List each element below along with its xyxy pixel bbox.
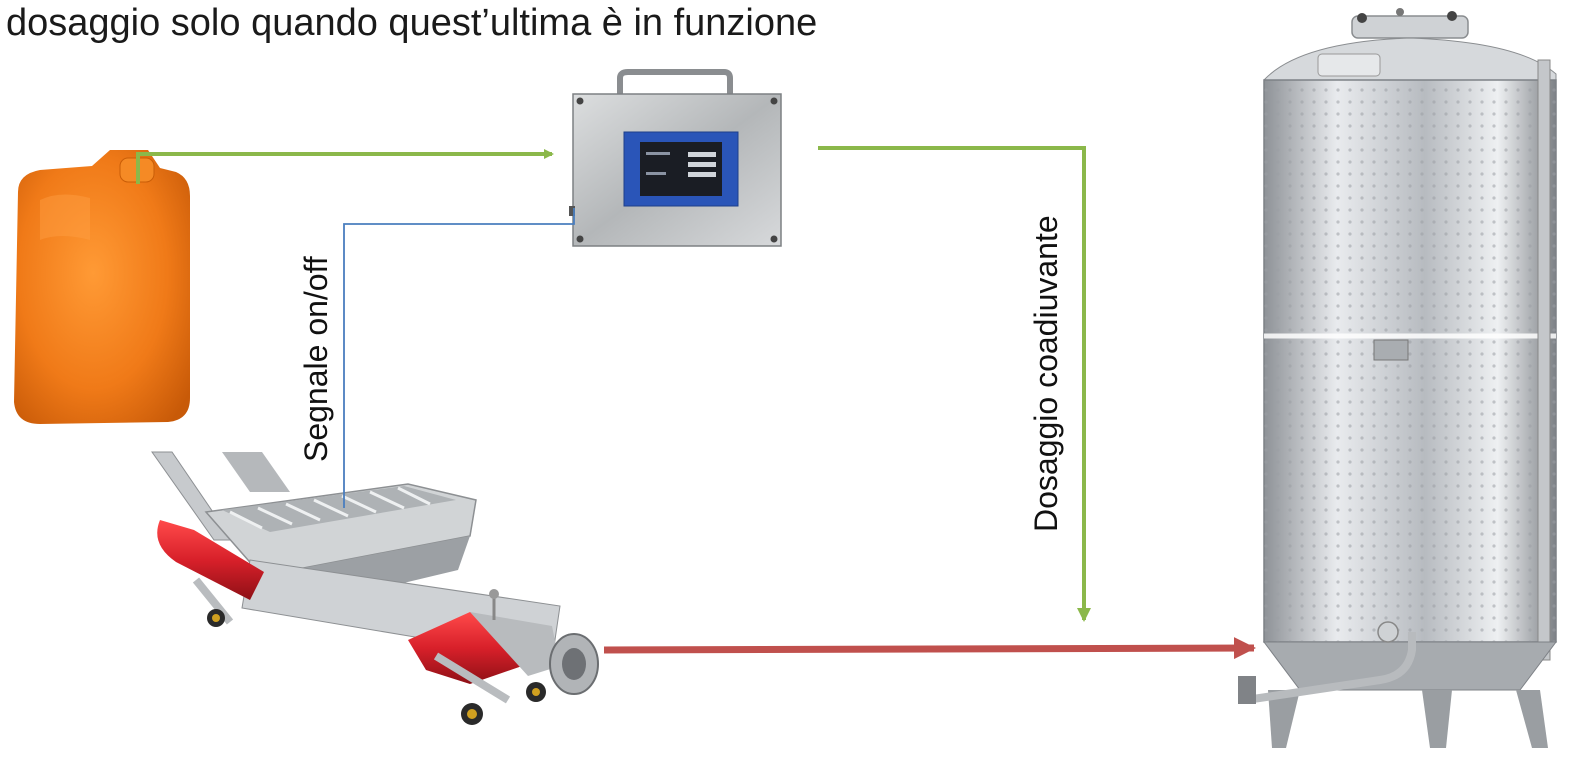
steel-tank-icon bbox=[1238, 8, 1557, 748]
dosing-controller-icon bbox=[569, 69, 782, 247]
signal-label: Segnale on/off bbox=[298, 256, 334, 462]
heading-text: dosaggio solo quando quest’ultima è in f… bbox=[6, 2, 818, 44]
flow-arrow-product bbox=[603, 637, 1256, 660]
signal-wire bbox=[343, 208, 575, 508]
jerrycan-icon bbox=[14, 150, 190, 424]
screw-pump-icon bbox=[151, 451, 599, 725]
flow-arrow-additive bbox=[136, 149, 554, 184]
dosing-label: Dosaggio coadiuvante bbox=[1028, 215, 1064, 532]
flow-arrow-dosing bbox=[818, 146, 1091, 622]
